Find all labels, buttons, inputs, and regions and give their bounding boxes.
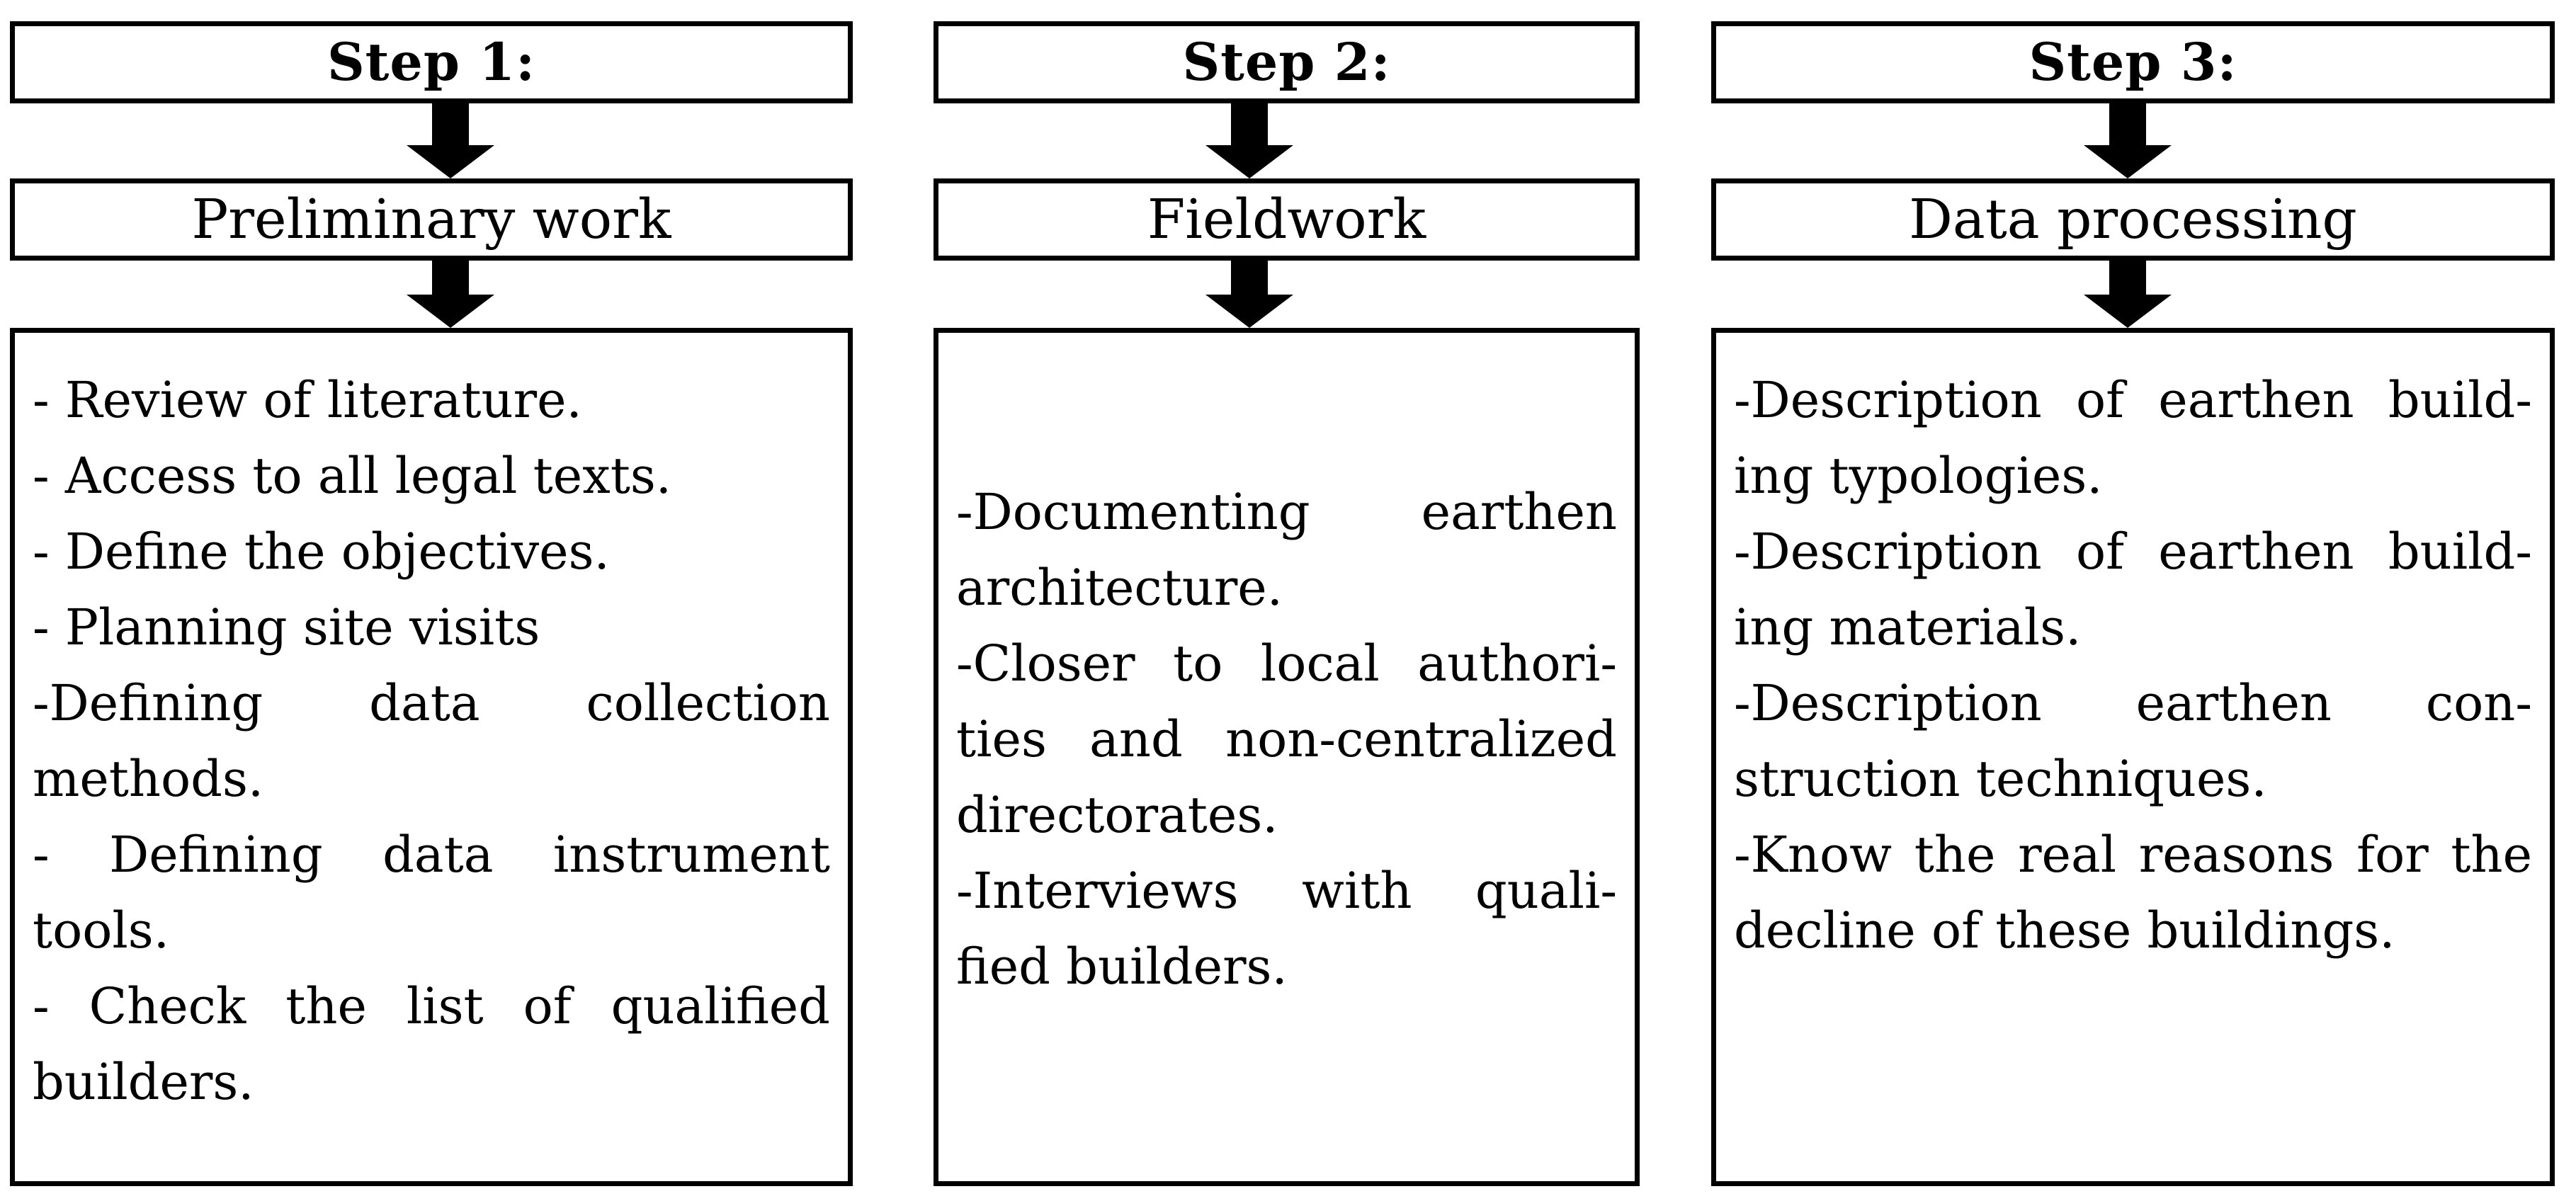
task-line: -Defining data collection (33, 674, 830, 732)
task-line: -Documenting earthen (956, 483, 1617, 541)
task-line: - Check the list of qualified (33, 977, 830, 1035)
arrow-shaft (432, 103, 469, 145)
down-arrow-icon (1205, 103, 1293, 178)
arrow-shaft (432, 261, 469, 295)
task-line: -Closer to local authori- (956, 634, 1617, 693)
flow-column: Step 1: Preliminary work - Review of lit… (10, 0, 853, 1201)
task-line: -Description of earthen build- (1734, 371, 2532, 429)
arrow-head (407, 295, 494, 328)
task-line: - Define the objectives. (33, 523, 610, 581)
task-line: - Access to all legal texts. (33, 447, 672, 505)
step-header-box: Step 2: (934, 21, 1640, 103)
down-arrow-icon (2084, 261, 2172, 328)
task-line: directorates. (956, 786, 1278, 844)
task-line: fied builders. (956, 938, 1288, 996)
arrow-head (1205, 295, 1293, 328)
down-arrow-icon (407, 261, 494, 328)
flow-column: Step 3: Data processing -Description of … (1711, 0, 2555, 1201)
step-label: Step 2: (1182, 32, 1391, 93)
arrow-head (2084, 295, 2172, 328)
task-line: -Interviews with quali- (956, 862, 1617, 920)
down-arrow-icon (407, 103, 494, 178)
task-line: -Know the real reasons for the (1734, 826, 2532, 884)
task-line: - Planning site visits (33, 598, 540, 656)
task-line: methods. (33, 750, 264, 808)
step-header-box: Step 1: (10, 21, 853, 103)
step-label: Step 3: (2029, 32, 2237, 93)
phase-label: Fieldwork (1147, 188, 1426, 251)
phase-label: Data processing (1909, 188, 2357, 251)
task-line: -Description of earthen build- (1734, 523, 2532, 581)
step-header-box: Step 3: (1711, 21, 2555, 103)
task-line: ing typologies. (1734, 447, 2103, 505)
phase-label: Preliminary work (191, 188, 671, 251)
task-list-box: -Description of earthen build-ing typolo… (1711, 328, 2555, 1186)
arrow-shaft (1231, 103, 1268, 145)
task-line: ties and non-centralized (956, 710, 1617, 768)
task-line: decline of these buildings. (1734, 901, 2395, 960)
task-line: -Description earthen con- (1734, 674, 2532, 732)
arrow-shaft (2109, 103, 2146, 145)
task-list-box: - Review of literature. - Access to all l… (10, 328, 853, 1186)
task-line: architecture. (956, 559, 1283, 617)
task-line: struction techniques. (1734, 750, 2267, 808)
down-arrow-icon (1205, 261, 1293, 328)
arrow-head (2084, 145, 2172, 178)
flow-column: Step 2: Fieldwork -Documenting earthen ar… (934, 0, 1640, 1201)
task-line: - Defining data instrument (33, 826, 830, 884)
phase-label-box: Preliminary work (10, 178, 853, 261)
arrow-shaft (2109, 261, 2146, 295)
arrow-shaft (1231, 261, 1268, 295)
task-line: ing materials. (1734, 598, 2082, 656)
step-label: Step 1: (327, 32, 536, 93)
arrow-head (1205, 145, 1293, 178)
task-line: tools. (33, 901, 169, 960)
phase-label-box: Data processing (1711, 178, 2555, 261)
arrow-head (407, 145, 494, 178)
task-line: - Review of literature. (33, 371, 582, 429)
phase-label-box: Fieldwork (934, 178, 1640, 261)
task-line: builders. (33, 1053, 254, 1111)
task-list-box: -Documenting earthen architecture. -Closer… (934, 328, 1640, 1186)
down-arrow-icon (2084, 103, 2172, 178)
